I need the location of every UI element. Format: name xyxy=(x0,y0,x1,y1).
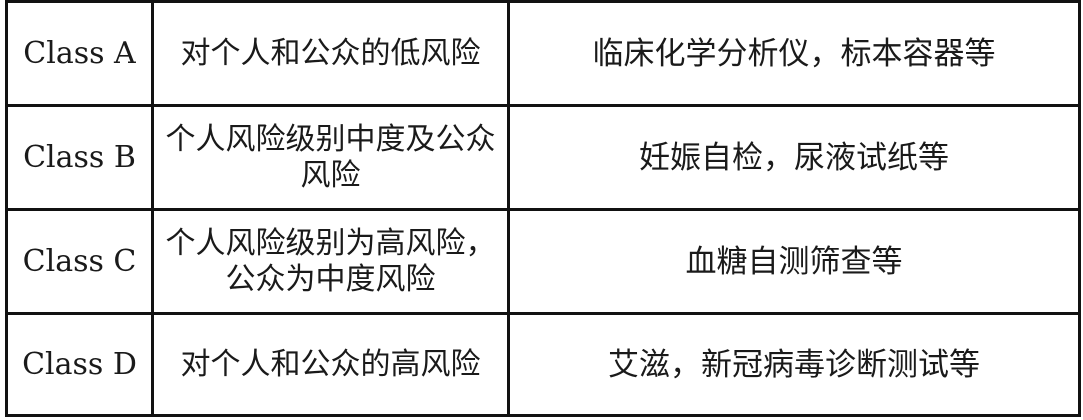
examples-cell: 妊娠自检，尿液试纸等 xyxy=(507,104,1081,211)
class-cell: Class A xyxy=(5,0,154,107)
risk-classification-table: Class A 对个人和公众的低风险 临床化学分析仪，标本容器等 Class B… xyxy=(5,0,1081,417)
table-row: Class C 个人风险级别为高风险，公众为中度风险 血糖自测筛查等 xyxy=(5,208,1081,315)
risk-level-cell: 对个人和公众的低风险 xyxy=(151,0,510,107)
risk-level-cell: 个人风险级别为高风险，公众为中度风险 xyxy=(151,208,510,315)
examples-cell: 艾滋，新冠病毒诊断测试等 xyxy=(507,312,1081,417)
risk-level-cell: 个人风险级别中度及公众风险 xyxy=(151,104,510,211)
class-cell: Class C xyxy=(5,208,154,315)
class-cell: Class D xyxy=(5,312,154,417)
class-cell: Class B xyxy=(5,104,154,211)
risk-level-cell: 对个人和公众的高风险 xyxy=(151,312,510,417)
examples-cell: 血糖自测筛查等 xyxy=(507,208,1081,315)
table-row: Class D 对个人和公众的高风险 艾滋，新冠病毒诊断测试等 xyxy=(5,312,1081,417)
table-row: Class A 对个人和公众的低风险 临床化学分析仪，标本容器等 xyxy=(5,0,1081,107)
table-row: Class B 个人风险级别中度及公众风险 妊娠自检，尿液试纸等 xyxy=(5,104,1081,211)
examples-cell: 临床化学分析仪，标本容器等 xyxy=(507,0,1081,107)
